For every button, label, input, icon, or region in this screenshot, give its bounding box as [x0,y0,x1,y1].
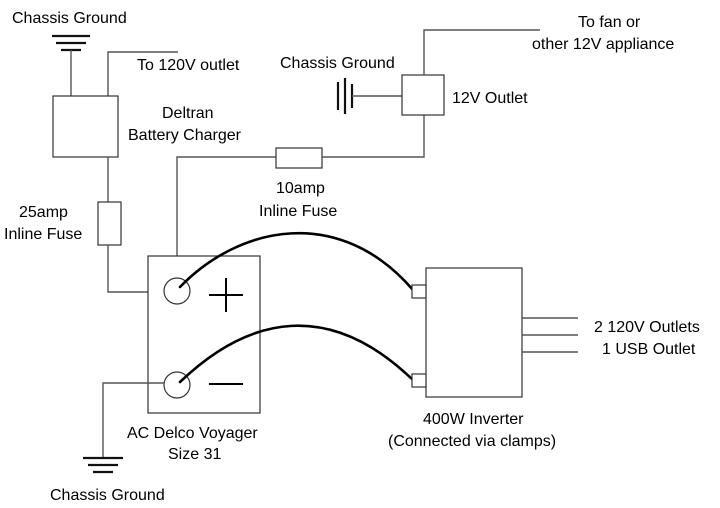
label-fan-line2: other 12V appliance [532,36,674,53]
label-battery-line2: Size 31 [168,446,221,463]
label-fuse10-line2: Inline Fuse [259,203,337,220]
label-12v-outlet: 12V Outlet [452,90,528,107]
label-outlets-line2: 1 USB Outlet [602,341,696,358]
label-battery-line1: AC Delco Voyager [127,425,258,442]
chassis-ground-bottom-symbol [83,456,123,474]
label-fuse25-line1: 25amp [19,204,68,221]
label-charger-line1: Deltran [162,105,214,122]
label-charger-line2: Battery Charger [128,127,242,144]
plus-sign-icon [209,278,243,312]
label-chassis-ground-bottom: Chassis Ground [50,487,165,504]
label-inverter-line2: (Connected via clamps) [388,433,556,450]
fuse-10amp [275,147,323,169]
label-outlets-line1: 2 120V Outlets [594,319,700,336]
wire-negative-to-ground [102,382,164,458]
label-inverter-line1: 400W Inverter [423,411,524,428]
chassis-ground-mid-symbol [336,78,354,114]
label-to-120v-outlet: To 120V outlet [137,57,240,74]
battery-charger-box [52,95,119,158]
fuse-25amp [97,201,122,246]
label-fuse10-line1: 10amp [276,180,325,197]
label-fuse25-line2: Inline Fuse [4,226,82,243]
cable-positive-to-inverter [178,232,415,292]
inverter-output-wires [522,317,578,353]
wire-charger-120v [107,51,178,96]
outlet-12v-box [401,74,445,116]
label-chassis-ground-top: Chassis Ground [12,10,127,27]
chassis-ground-top-symbol [52,34,90,52]
wire-outlet-to-fan [423,29,540,75]
inverter-positive-clamp [411,284,427,299]
wire-positive-to-fuse10 [176,156,276,278]
wire-fuse25-to-positive [107,245,166,293]
inverter-box [425,267,523,398]
inverter-negative-clamp [411,373,427,388]
wire-fuse10-to-outlet [322,115,425,158]
label-chassis-ground-mid: Chassis Ground [280,55,395,72]
cable-negative-to-inverter [178,324,415,384]
label-fan-line1: To fan or [578,14,641,31]
